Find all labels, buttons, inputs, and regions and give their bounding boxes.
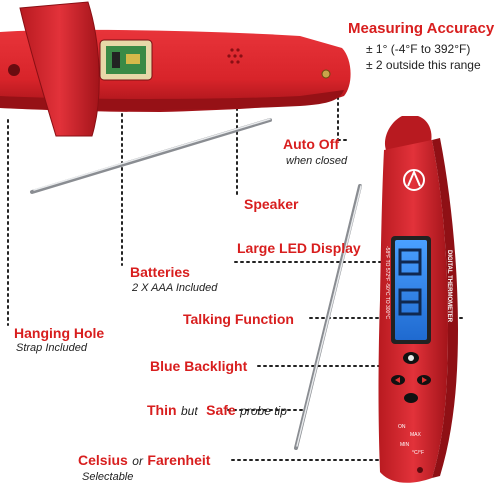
probe-tip-safe: Safe bbox=[206, 402, 236, 418]
units-celsius: Celsius bbox=[78, 452, 128, 468]
probe-tip-thin: Thin bbox=[147, 402, 177, 418]
accuracy-line-2: ± 2 outside this range bbox=[366, 58, 481, 72]
svg-text:ON: ON bbox=[398, 424, 406, 430]
svg-text:MAX: MAX bbox=[410, 432, 422, 438]
hanging-hole-sub: Strap Included bbox=[16, 342, 87, 354]
probe-tip-label: Thin but Safe probe tip bbox=[147, 402, 287, 420]
accuracy-title: Measuring Accuracy bbox=[348, 20, 495, 37]
batteries-title: Batteries bbox=[130, 264, 190, 280]
svg-text:°C/°F: °C/°F bbox=[412, 450, 424, 456]
units-sub: Selectable bbox=[82, 471, 134, 483]
units-or: or bbox=[132, 454, 143, 468]
backlight-title: Blue Backlight bbox=[150, 358, 248, 374]
probe-tip-but: but bbox=[181, 404, 198, 418]
hanging-hole-title: Hanging Hole bbox=[14, 325, 105, 341]
range-label: -58°F TO 572°F -50°C TO 300°C bbox=[384, 246, 390, 319]
talking-title: Talking Function bbox=[183, 311, 294, 327]
speaker-holes bbox=[227, 48, 243, 64]
svg-text:MIN: MIN bbox=[400, 442, 410, 448]
open-probe bbox=[30, 118, 272, 194]
auto-off-sub: when closed bbox=[286, 155, 348, 167]
hanging-hole bbox=[8, 64, 20, 76]
accuracy-line-1: ± 1° (-4°F to 392°F) bbox=[366, 42, 471, 56]
probe-tip-probe: probe tip bbox=[240, 404, 287, 418]
auto-off-title: Auto Off bbox=[283, 136, 339, 152]
leader-lines bbox=[7, 59, 463, 461]
open-thermometer bbox=[0, 1, 351, 194]
led-display-title: Large LED Display bbox=[237, 240, 361, 256]
side-label: DIGITAL THERMOMETER bbox=[446, 250, 452, 323]
batteries-sub: 2 X AAA Included bbox=[132, 282, 218, 294]
battery-door bbox=[19, 1, 100, 137]
speaker-title: Speaker bbox=[244, 196, 299, 212]
units-label: Celsius or Farenheit bbox=[78, 452, 210, 470]
units-farenheit: Farenheit bbox=[147, 452, 211, 468]
unit-button bbox=[404, 393, 418, 403]
